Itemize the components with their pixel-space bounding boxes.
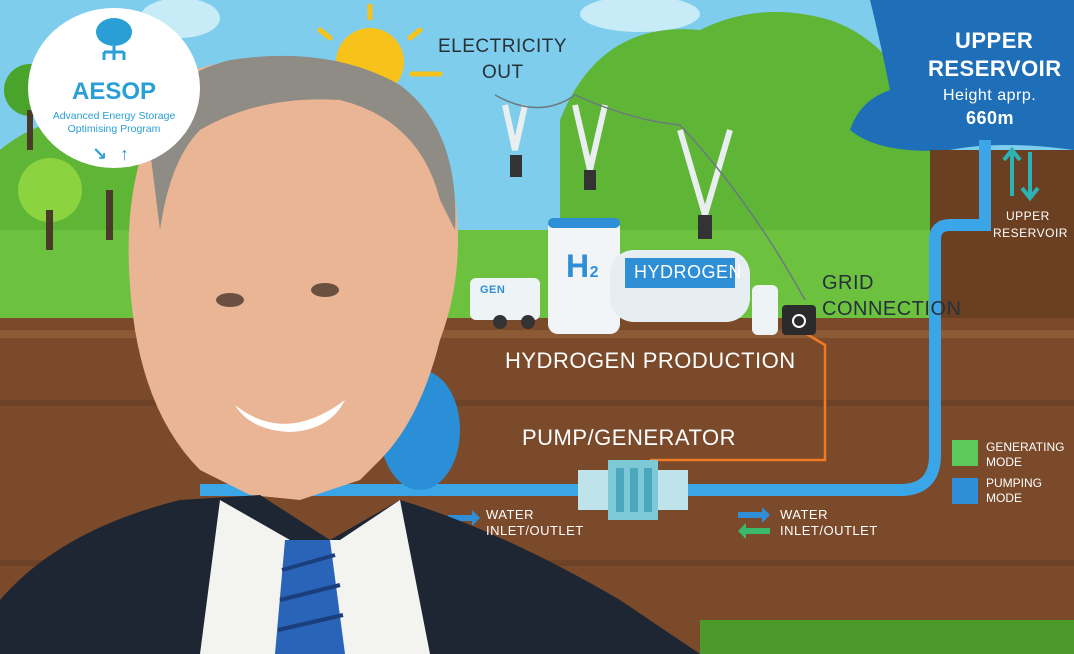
pump-generator: [578, 460, 688, 520]
truck-wheel: [521, 315, 535, 329]
upper-reservoir-small-2: RESERVOIR: [993, 226, 1068, 240]
hydrogen-tank-label: HYDROGEN: [634, 262, 743, 282]
hill-soil: [930, 150, 1074, 330]
power-icon: [792, 314, 806, 328]
electric-line: [650, 328, 827, 462]
aesop-logo: AESOP Advanced Energy Storage Optimising…: [28, 8, 200, 168]
pump-generator-label: PUMP/GENERATOR: [522, 425, 736, 450]
down-arrow-icon: ↘: [92, 144, 108, 164]
truck: [470, 278, 540, 320]
water-left-label-1: WATER: [486, 507, 534, 522]
upper-reservoir-lake: [850, 0, 1074, 151]
grid-connection-box: [782, 305, 816, 335]
logo-subtitle-2: Optimising Program: [67, 123, 161, 135]
grid-label-2: CONNECTION: [822, 298, 962, 320]
water-pipe: [200, 140, 991, 496]
hydrogen-tank-band: [625, 258, 735, 288]
pylon-bases: [510, 155, 712, 239]
water-flow-arrows-right: [738, 507, 770, 539]
grid-label-1: GRID: [822, 272, 874, 294]
cylinders: [752, 285, 778, 335]
brain-icon: [96, 18, 132, 60]
truck-label: GEN: [480, 284, 506, 296]
legend-pumping-swatch: [952, 478, 978, 504]
presenter-photo: [0, 55, 700, 654]
cloud: [580, 0, 700, 32]
electricity-out-label-2: OUT: [482, 62, 524, 83]
grass-bottom: [700, 620, 1074, 654]
legend-generating-swatch: [952, 440, 978, 466]
height-label: Height aprp.: [943, 87, 1037, 104]
electricity-out-label-1: ELECTRICITY: [438, 36, 568, 57]
logo-title: AESOP: [71, 78, 157, 105]
upper-reservoir-title-2: RESERVOIR: [928, 56, 1062, 81]
hydrogen-production-label: HYDROGEN PRODUCTION: [505, 348, 796, 373]
logo-subtitle-1: Advanced Energy Storage: [52, 110, 176, 122]
up-down-arrows-icon: [1002, 146, 1040, 202]
power-cable: [494, 94, 806, 301]
h2-building-roof: [548, 218, 620, 228]
h2-building: [548, 218, 620, 334]
ground-stripe: [0, 400, 1074, 406]
upper-reservoir-small-1: UPPER: [1006, 209, 1050, 223]
hill: [560, 12, 930, 260]
up-arrow-icon: ↑: [120, 144, 129, 164]
h2-symbol: H2: [566, 248, 600, 284]
height-value: 660m: [966, 108, 1015, 128]
upper-reservoir-title-1: UPPER: [955, 28, 1034, 53]
water-right-label-1: WATER: [780, 507, 828, 522]
ground-stripe: [0, 330, 1074, 338]
water-right-label-2: INLET/OUTLET: [780, 523, 878, 538]
truck-wheel: [493, 315, 507, 329]
water-left-label-2: INLET/OUTLET: [486, 523, 584, 538]
